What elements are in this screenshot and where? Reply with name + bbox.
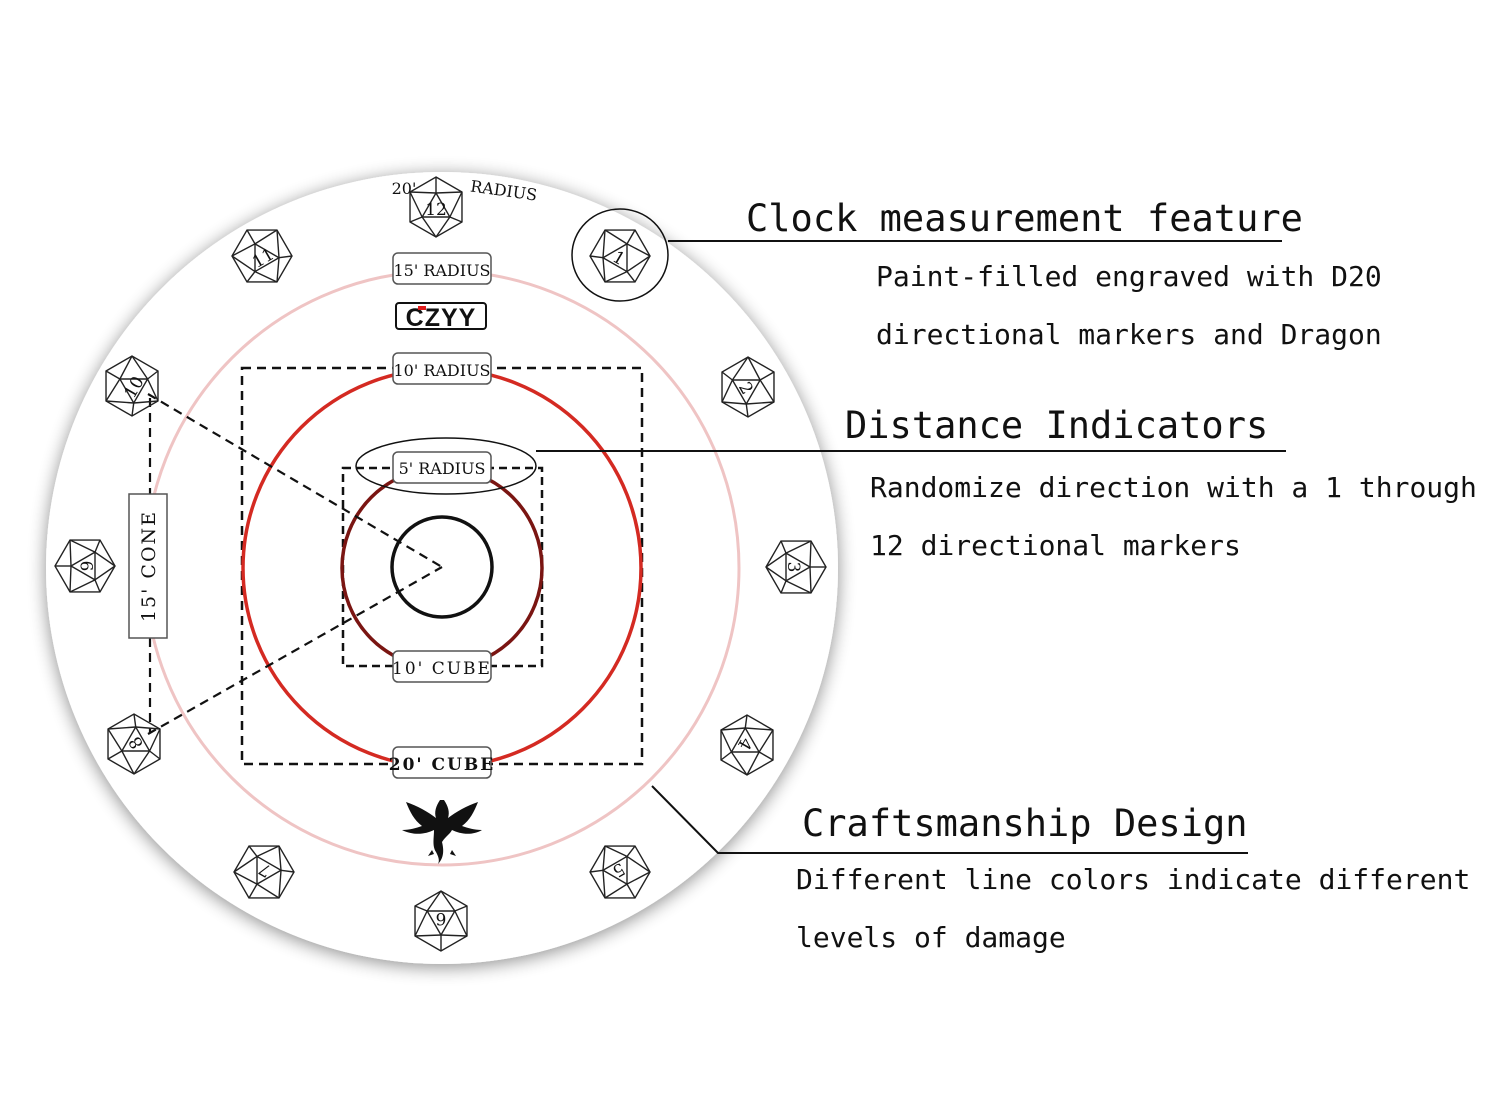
label-r10-text: 10' RADIUS [393, 361, 490, 380]
dragon-icon [402, 800, 482, 864]
clock-feature-highlight [571, 208, 669, 302]
callout-distance-line-2: 12 directional markers [870, 529, 1241, 562]
label-r15: 15' RADIUS [392, 252, 492, 285]
callout-distance-line-1: Randomize direction with a 1 through [870, 471, 1477, 504]
d20-icon [589, 229, 651, 283]
label-cube10: 10' CUBE [392, 650, 492, 683]
d20-number: 12 [425, 200, 447, 220]
brand-logo: CZYY [395, 302, 487, 332]
label-r20-prefix: 20' [392, 179, 417, 198]
label-cube20: 20' CUBE [389, 746, 495, 779]
d20-icon [105, 355, 159, 417]
d20-number: 9 [78, 561, 98, 572]
cone-label-text: 15' CONE [138, 510, 160, 622]
callout-distance-title: Distance Indicators [845, 404, 1268, 447]
d20-icon [231, 229, 293, 283]
d20-icon [233, 845, 295, 899]
d20-icon [720, 714, 774, 776]
label-cube10-text: 10' CUBE [392, 659, 492, 679]
d20-icon [54, 539, 116, 593]
d20-marker-12: 12 [409, 176, 463, 238]
d20-number: 6 [436, 908, 447, 928]
callout-craft-line-1: Different line colors indicate different [796, 863, 1470, 896]
callout-distance: Distance Indicators Randomize direction … [845, 404, 1477, 562]
d20-marker-3: 3 [765, 540, 827, 594]
callout-craft-line-2: levels of damage [796, 921, 1066, 954]
label-r5-text: 5' RADIUS [399, 459, 486, 478]
callout-craft-title: Craftsmanship Design [802, 802, 1248, 845]
d20-icon [721, 356, 775, 418]
d20-icon [589, 845, 651, 899]
center-circle [390, 515, 494, 619]
callout-craft: Craftsmanship Design Different line colo… [796, 802, 1470, 954]
distance-indicator-highlight [355, 437, 537, 495]
d20-marker-9: 9 [54, 539, 116, 593]
label-r15-text: 15' RADIUS [393, 261, 490, 280]
callout-clock: Clock measurement feature Paint-filled e… [746, 197, 1382, 351]
d20-icon [107, 713, 161, 775]
callout-clock-line-2: directional markers and Dragon [876, 318, 1382, 351]
label-r5: 5' RADIUS [392, 451, 492, 484]
d20-marker-6: 6 [414, 890, 468, 952]
label-cube20-text: 20' CUBE [389, 755, 495, 775]
d20-icon [765, 540, 827, 594]
d20-icon [414, 890, 468, 952]
callout-clock-line-1: Paint-filled engraved with D20 [876, 260, 1382, 293]
callout-leaders [536, 240, 1286, 854]
brand-logo-text: CZYY [406, 304, 477, 332]
callout-clock-title: Clock measurement feature [746, 197, 1303, 240]
label-r10: 10' RADIUS [392, 352, 492, 385]
d20-icon [409, 176, 463, 238]
cone-label: 15' CONE [128, 493, 168, 639]
d20-number: 3 [783, 562, 803, 573]
